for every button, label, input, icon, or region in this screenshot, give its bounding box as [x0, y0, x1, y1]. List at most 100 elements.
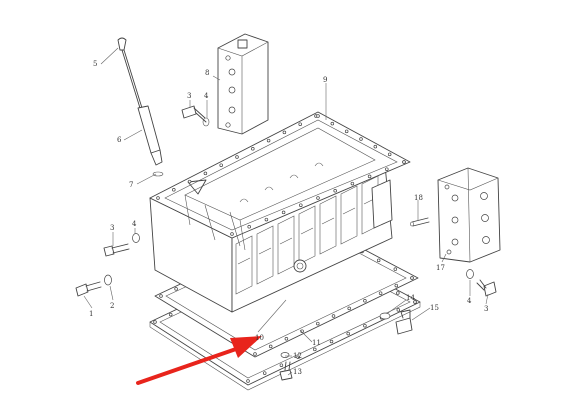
bolt-4a: [181, 105, 210, 127]
callout-4b: 4: [132, 220, 137, 228]
vertical-plate: [217, 33, 269, 135]
housing-rib-divider: [237, 257, 251, 265]
bolt-hole: [367, 174, 372, 179]
bolt-hole: [363, 299, 367, 303]
housing-rib: [319, 195, 337, 255]
callout-3a: 3: [187, 92, 191, 100]
callout-7: 7: [129, 181, 133, 189]
bolt-hole: [279, 363, 284, 367]
housing-rib: [298, 205, 316, 265]
bolt-hole: [219, 163, 223, 167]
callout-3c: 3: [484, 305, 488, 313]
washer-12: [280, 352, 290, 358]
bolt-hole: [168, 312, 173, 317]
bolt-hole: [172, 188, 176, 192]
housing-rib-divider: [300, 227, 314, 235]
callout-10: 10: [255, 334, 264, 342]
bolt-3a: [103, 243, 130, 257]
bolt-hole: [316, 321, 320, 326]
bolt-hole: [385, 167, 389, 171]
dowel-pin-18: [410, 217, 430, 227]
bolt-hole: [359, 137, 363, 141]
callout-6: 6: [117, 136, 122, 144]
bolt-hole: [347, 306, 351, 311]
callout-8: 8: [205, 69, 209, 77]
bolt-hole: [174, 287, 178, 291]
callout-4c: 4: [467, 297, 472, 305]
bolt-hole: [268, 344, 273, 349]
washer-4b: [132, 233, 140, 243]
washer-14: [379, 312, 391, 320]
bolt-hole: [350, 181, 355, 186]
callout-1: 1: [89, 310, 93, 318]
bolt-hole: [262, 371, 267, 375]
callout-4a: 4: [204, 92, 209, 100]
washer-4c: [466, 269, 474, 279]
bolt-hole: [396, 308, 401, 312]
bolt-13: [279, 361, 293, 381]
bolt-hole: [284, 337, 289, 341]
bolt-hole: [378, 291, 383, 295]
bolt-hole: [333, 189, 337, 193]
bolt-hole: [247, 225, 251, 229]
bolt-3c: [476, 279, 497, 297]
housing-rib-divider: [258, 247, 272, 255]
bolt-hole: [316, 114, 320, 118]
bolt-hole: [410, 276, 414, 280]
bolt-hole: [282, 130, 287, 135]
callout-12: 12: [293, 352, 302, 360]
bolt-hole: [230, 232, 234, 236]
bolt-hole: [299, 203, 303, 207]
housing-rib: [340, 185, 358, 245]
leader-lines: [83, 47, 489, 376]
bolt-hole: [264, 217, 269, 222]
callout-labels: 5 6 7 8 4 9 3 3 4 1 2 10 11 12 13 14 15 …: [89, 60, 488, 376]
bolt-hole: [153, 320, 157, 324]
bolt-hole: [156, 196, 160, 200]
bolt-hole: [251, 147, 255, 151]
dipstick-assembly: [117, 37, 164, 177]
bolt-hole: [298, 122, 302, 126]
callout-5: 5: [93, 60, 97, 68]
side-mounting-plate: [437, 167, 501, 263]
bolt-hole: [300, 329, 304, 333]
bolt-hole: [235, 155, 239, 159]
callout-17: 17: [436, 264, 445, 272]
bolt-1: [75, 281, 102, 297]
housing-rib: [235, 235, 253, 295]
bolt-hole: [187, 179, 192, 184]
housing-rib-divider: [279, 237, 293, 245]
bolt-hole: [296, 355, 300, 360]
bolt-hole: [281, 210, 286, 215]
bolt-hole: [396, 291, 400, 295]
callout-2: 2: [110, 302, 114, 310]
bolt-hole: [313, 347, 317, 352]
bolt-hole: [246, 379, 250, 383]
bolt-hole: [413, 300, 417, 304]
bolt-hole: [316, 196, 320, 200]
callout-13: 13: [293, 368, 302, 376]
bolt-hole: [376, 258, 381, 263]
washer-2: [104, 274, 112, 286]
housing-rib-divider: [342, 207, 356, 215]
callout-11: 11: [312, 339, 321, 347]
housing-rib-divider: [321, 217, 335, 225]
bolt-hole: [329, 339, 334, 344]
bolt-hole: [344, 129, 349, 134]
callout-15: 15: [430, 304, 439, 312]
bolt-hole: [373, 144, 378, 149]
bolt-hole: [330, 121, 335, 126]
bolt-hole: [402, 160, 406, 164]
bolt-hole: [266, 138, 271, 143]
callout-18: 18: [414, 194, 423, 202]
red-pointer-arrow: [136, 336, 262, 385]
housing-rib: [256, 225, 274, 285]
callout-9: 9: [323, 76, 327, 84]
callout-14: 14: [406, 294, 415, 302]
bolt-hole: [387, 152, 392, 157]
bolt-hole: [203, 171, 208, 176]
callout-3b: 3: [110, 224, 114, 232]
bolt-hole: [394, 283, 399, 288]
